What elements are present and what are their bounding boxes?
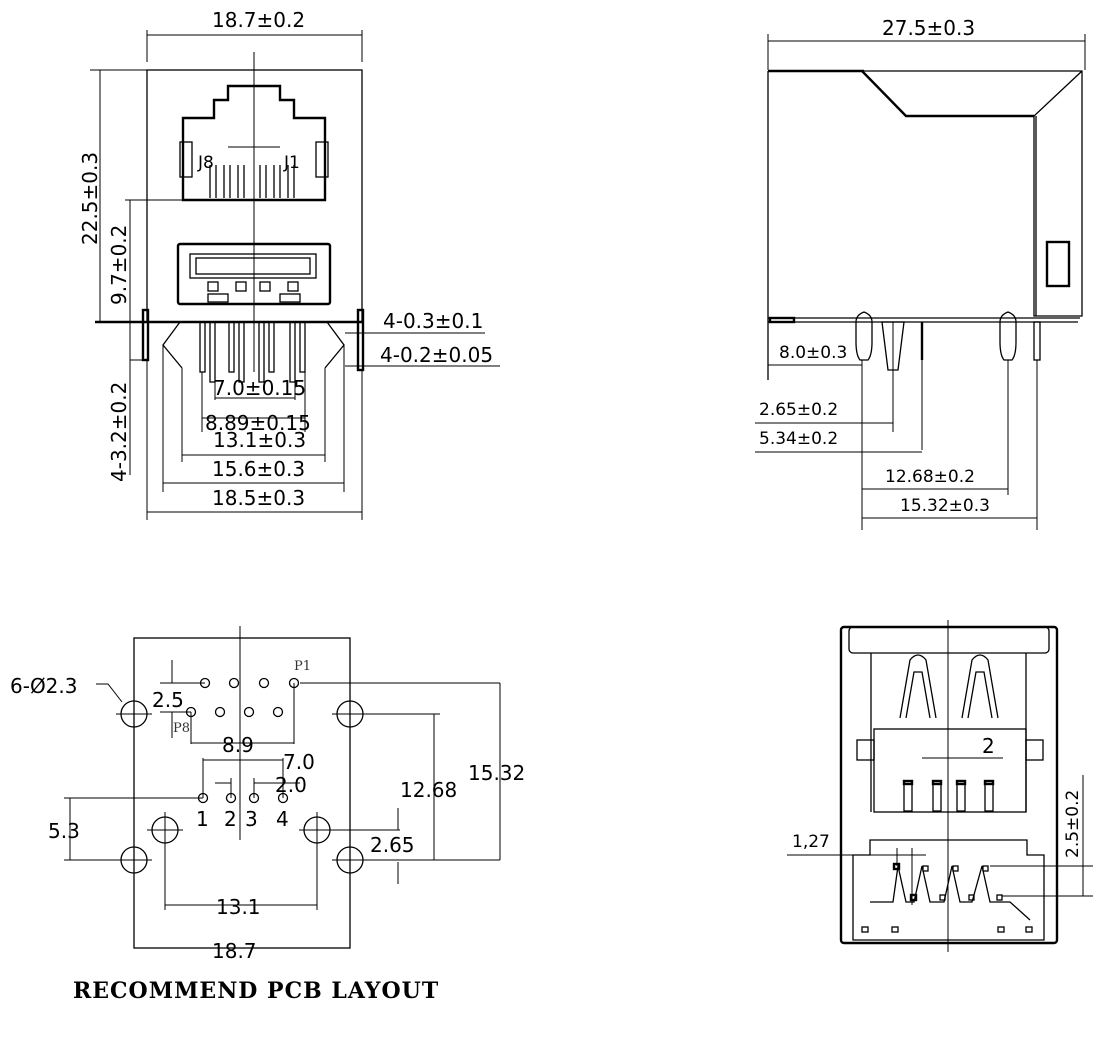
dim-post-to-row2: 5.34±0.2: [759, 429, 838, 449]
usb-pin-3: 3: [245, 807, 258, 831]
dim-rj45-pin-span: 8.89±0.15: [205, 411, 311, 435]
side-pin-row1: [881, 321, 905, 371]
usb-pin-block: [873, 728, 1027, 813]
dim-rj45-bottom: 9.7±0.2: [107, 225, 131, 305]
side-view: 27.5±0.3 8.0±0.3 2.65±0.2 5.34±0.2 12.68…: [755, 16, 1086, 530]
dim-outer-width: 18.7: [212, 939, 257, 963]
side-post-front: [855, 311, 873, 361]
dim-usb-pitch: 2.0: [275, 773, 307, 797]
usb-pin-4: 4: [276, 807, 289, 831]
dim-post-offset: 5.3: [48, 819, 80, 843]
bottom-view: 2 1,27 2.5±0.2: [787, 620, 1093, 952]
dim-post-offset-y: 2.65: [370, 833, 415, 857]
dim-post-spacing-y1: 12.68: [400, 778, 457, 802]
dim-usb-pin-span: 7.0±0.15: [213, 376, 306, 400]
dim-post-to-rear-post: 12.68±0.2: [885, 467, 975, 487]
dim-post-span-outer: 18.5±0.3: [212, 486, 305, 510]
rj45-bottom-pads: [861, 862, 1033, 933]
dim-pin-length: 4-3.2±0.2: [107, 382, 131, 482]
front-pins: [199, 321, 306, 383]
dim-side-depth: 27.5±0.3: [882, 16, 975, 40]
dim-bottom-usb-pitch: 2: [982, 734, 995, 758]
side-post-rear: [999, 311, 1017, 361]
dim-row-pitch: 2.5: [152, 688, 184, 712]
usb-bottom-pins: [902, 779, 995, 812]
dim-bottom-row-offset: 2.5±0.2: [1063, 790, 1083, 858]
pcb-layout-title: RECOMMEND PCB LAYOUT: [73, 978, 439, 1004]
rj45-port: [181, 84, 327, 202]
dim-bottom-rj45-pitch: 1,27: [792, 832, 830, 852]
side-body-outline: [768, 70, 1083, 317]
usb-spring-left: [899, 654, 937, 719]
pcb-layout: P1 P8 1 2 3 4 6-Ø2.3 2.5 8.9 7.0 2.0 5.3…: [10, 626, 525, 1004]
usb-pin-1: 1: [196, 807, 209, 831]
dim-post-to-rear-pin: 15.32±0.3: [900, 496, 990, 516]
usb-spring-right: [961, 654, 999, 719]
label-j8: J8: [197, 153, 214, 173]
dim-front-height: 22.5±0.3: [78, 152, 102, 245]
label-j1: J1: [283, 153, 300, 173]
dim-rj45-span: 8.9: [222, 733, 254, 757]
dim-front-width: 18.7±0.2: [212, 8, 305, 32]
pcb-mounting-holes: [116, 696, 368, 878]
dim-pin-thickness-2: 4-0.2±0.05: [380, 343, 493, 367]
dim-usb-span: 7.0: [283, 750, 315, 774]
dim-front-to-post: 8.0±0.3: [779, 343, 847, 363]
dim-inner-post-span: 13.1: [216, 895, 261, 919]
rj45-contact-zigzag: [870, 865, 1031, 921]
pin-label-p1: P1: [294, 659, 311, 674]
pin-label-p8: P8: [173, 721, 190, 736]
rj45-pin-block: [852, 839, 1045, 941]
dim-post-span-mid: 15.6±0.3: [212, 457, 305, 481]
usb-port: [176, 242, 332, 306]
pcb-rj45-holes: [185, 677, 300, 718]
dim-hole-callout: 6-Ø2.3: [10, 674, 78, 698]
front-view: 18.7±0.2 J8 J1: [78, 8, 500, 520]
dim-post-span-inner: 13.1±0.3: [213, 428, 306, 452]
dim-post-to-row1: 2.65±0.2: [759, 400, 838, 420]
rj45-contacts: [209, 165, 295, 198]
dim-post-spacing-y2: 15.32: [468, 761, 525, 785]
side-led-window: [1045, 240, 1071, 288]
usb-pin-2: 2: [224, 807, 237, 831]
dim-pin-thickness-1: 4-0.3±0.1: [383, 309, 483, 333]
